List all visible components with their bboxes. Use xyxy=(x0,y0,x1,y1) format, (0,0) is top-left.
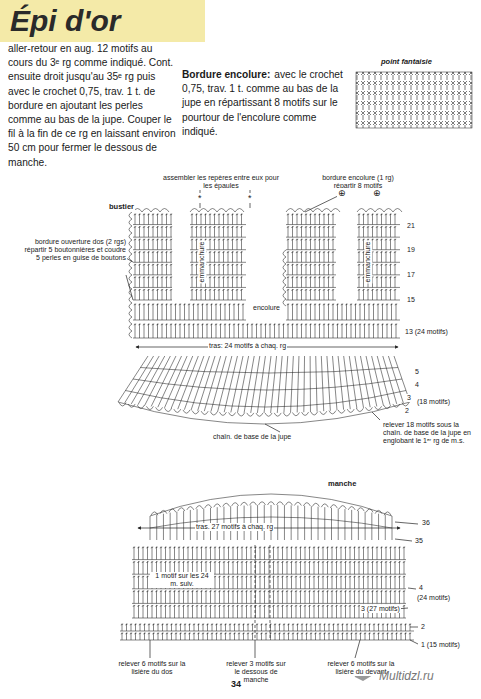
stitch-stroke xyxy=(133,209,169,213)
motif-count: (18 motifs) xyxy=(416,398,451,406)
stitch-stroke xyxy=(133,304,246,321)
marker-symbol: ⊕ xyxy=(337,188,347,198)
row-number: 17 xyxy=(406,271,416,279)
row-number: 35 xyxy=(414,537,424,545)
swatch-label: point fantaisie xyxy=(380,58,433,67)
row-number: 3 (27 motifs) xyxy=(360,605,401,613)
row-number: 1 (15 motifs) xyxy=(420,641,461,649)
row-number: 4 xyxy=(414,381,420,389)
row-number: 2 xyxy=(420,623,426,631)
stitch-stroke xyxy=(286,304,400,321)
stitch-stroke xyxy=(120,624,414,641)
opening-label: emmanchure xyxy=(198,241,206,284)
guide-lines xyxy=(126,190,418,658)
stitch-stroke xyxy=(357,214,400,301)
stitch-stroke xyxy=(119,403,409,417)
border-note: bordure encolure (1 rg) répartir 8 motif… xyxy=(318,174,398,190)
pick-up-note: relever 18 motifs sous la chaîn. de base… xyxy=(382,421,478,445)
stitch-note: 1 motif sur les 24 m. suiv. xyxy=(150,572,214,588)
row-number: 19 xyxy=(406,246,416,254)
row-number: 15 xyxy=(406,296,416,304)
stitch-stroke xyxy=(357,209,402,213)
part-name: bustier xyxy=(108,203,135,212)
title-band xyxy=(0,0,205,42)
marker-symbol: * xyxy=(247,193,253,203)
row-number: 21 xyxy=(406,222,416,230)
stitch-strokes xyxy=(118,209,414,641)
part-name: manche xyxy=(327,480,357,489)
stitch-stroke xyxy=(286,214,336,301)
stitch-stroke xyxy=(150,494,392,540)
body-paragraph: aller-retour en aug. 12 motifs au cours … xyxy=(8,42,176,170)
row-number: 3 xyxy=(406,394,412,402)
text-block: Bordure encolure:avec le crochet 0,75, t… xyxy=(182,68,346,139)
row-number: 5 xyxy=(414,368,420,376)
stitch-swatch xyxy=(356,72,472,128)
stitch-stroke xyxy=(129,212,132,338)
row-number: 36 xyxy=(421,519,431,527)
marker-symbol: * xyxy=(197,193,203,203)
stitch-stroke xyxy=(190,214,246,301)
stitch-stroke xyxy=(151,502,391,516)
opening-label: emmanchure xyxy=(364,241,372,284)
pick-up-note: relever 6 motifs sur la lisière du dos xyxy=(115,660,189,676)
opening-label: encolure xyxy=(252,304,281,312)
repeat-note: tras: 24 motifs à chaq. rg xyxy=(208,342,287,350)
stitch-stroke xyxy=(133,214,172,301)
stitch-stroke xyxy=(118,356,410,424)
row-number: 13 (24 motifs) xyxy=(404,328,449,336)
stitch-stroke xyxy=(283,250,286,306)
repeat-note: tras. 27 motifs à chaq. rg xyxy=(195,523,274,531)
stitch-stroke xyxy=(286,209,340,213)
base-chain-label: chaîn. de base de la jupe xyxy=(212,433,292,441)
watermark: Multidzl.ru xyxy=(378,670,435,684)
row-number: 4 xyxy=(418,584,424,592)
border-note: bordure ouverture dos (2 rgs) répartir 5… xyxy=(22,238,127,262)
stitch-stroke xyxy=(133,324,400,339)
stitch-stroke xyxy=(190,209,244,213)
motif-count: (24 motifs) xyxy=(416,594,451,602)
stitch-stroke xyxy=(132,547,406,619)
page-title: Épi d'or xyxy=(10,4,120,38)
marker-symbol: ⊕ xyxy=(372,188,382,198)
row-number: 2 xyxy=(404,407,410,415)
assembly-note: assembler les repères entre eux pour les… xyxy=(160,174,282,190)
page-number: 34 xyxy=(230,679,242,689)
section-heading: Bordure encolure: xyxy=(182,69,270,80)
